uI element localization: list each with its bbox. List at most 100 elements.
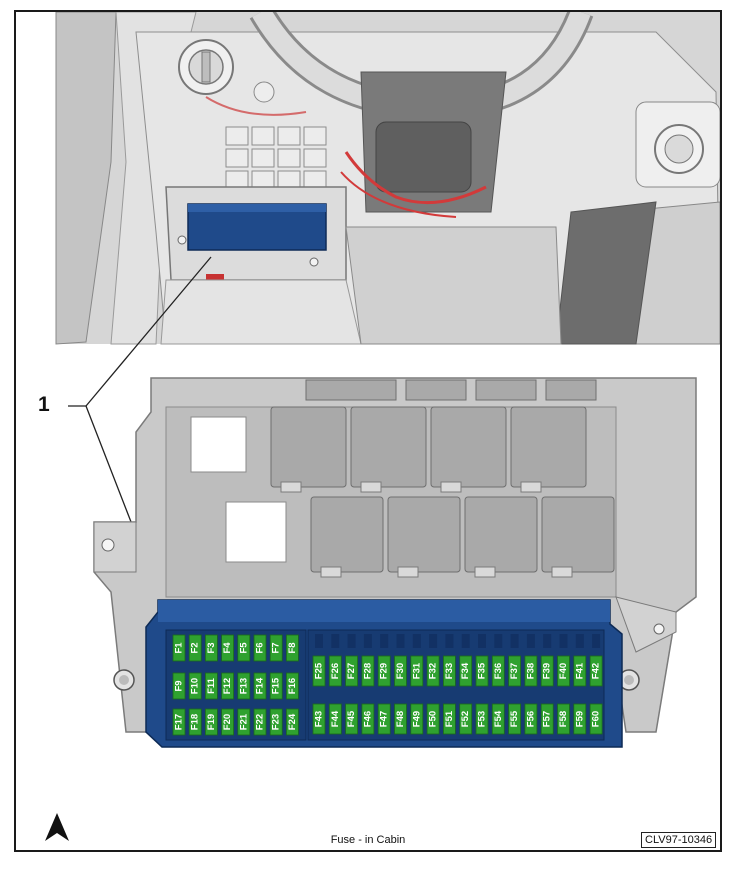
fuse-slot (543, 634, 552, 648)
fuse-f54: F54 (491, 703, 505, 735)
fuse-f39: F39 (540, 655, 554, 687)
fuse-f6: F6 (253, 634, 267, 662)
fuse-label: F24 (287, 713, 298, 730)
fuse-label: F29 (379, 663, 390, 679)
fuse-label: F43 (314, 711, 325, 727)
fuse-slot (331, 634, 340, 648)
fuse-label: F13 (238, 678, 249, 694)
fuse-label: F10 (190, 678, 201, 694)
fuse-slot (347, 634, 356, 648)
fuse-label: F35 (477, 662, 488, 679)
fuse-label: F53 (477, 711, 488, 727)
fuse-f19: F19 (204, 708, 218, 736)
fuse-f8: F8 (285, 634, 299, 662)
fuse-label: F57 (542, 711, 553, 727)
fuse-label: F7 (271, 642, 282, 653)
fuse-slot (315, 634, 323, 648)
fuse-label: F50 (428, 711, 439, 727)
fuse-slot (445, 634, 454, 648)
fuse-label: F16 (287, 678, 298, 694)
fuse-f30: F30 (394, 655, 407, 687)
fuse-f51: F51 (442, 703, 456, 735)
fuse-label: F46 (362, 711, 373, 727)
fuse-slot (592, 634, 601, 648)
fuse-f5: F5 (237, 634, 251, 662)
fuse-slot (380, 634, 389, 648)
fuse-f28: F28 (361, 655, 375, 687)
fuse-f12: F12 (221, 672, 235, 700)
fuse-f27: F27 (345, 655, 359, 687)
fuse-label: F22 (255, 714, 266, 730)
fuse-f1: F1 (172, 634, 186, 662)
fuse-f40: F40 (557, 655, 570, 687)
fuse-f34: F34 (459, 655, 473, 687)
fuse-label: F51 (444, 710, 455, 727)
fuse-label: F30 (395, 663, 406, 679)
figure-caption: Fuse - in Cabin (330, 834, 406, 846)
fuse-slot (429, 634, 438, 648)
fuse-f59: F59 (573, 703, 587, 735)
fuse-f48: F48 (394, 703, 407, 735)
fuse-label: F1 (174, 642, 185, 654)
fuse-f37: F37 (508, 655, 522, 687)
fuse-label: F52 (460, 711, 471, 727)
fuse-f25: F25 (312, 655, 326, 687)
fuse-f36: F36 (491, 655, 505, 687)
fuse-f38: F38 (524, 655, 538, 687)
fuse-slot (461, 634, 470, 648)
fuse-f46: F46 (361, 703, 375, 735)
dashboard-overview (55, 12, 720, 345)
fuse-label: F44 (330, 710, 341, 727)
fuse-slot (494, 634, 503, 648)
fuse-label: F4 (222, 642, 233, 654)
fuse-label: F25 (314, 662, 325, 679)
fuse-f26: F26 (328, 655, 342, 687)
fuse-f22: F22 (253, 708, 267, 736)
fuse-f29: F29 (377, 655, 391, 687)
fuse-f18: F18 (188, 708, 202, 736)
fuse-label: F38 (525, 663, 536, 679)
fuse-label: F3 (206, 642, 217, 653)
fuse-label: F54 (493, 710, 504, 727)
fuse-f17: F17 (172, 708, 186, 736)
fuse-f47: F47 (377, 703, 391, 735)
fuse-label: F33 (444, 663, 455, 679)
fuse-label: F56 (525, 711, 536, 727)
fuse-slot (396, 634, 405, 648)
fuse-f3: F3 (204, 634, 218, 662)
fuse-f42: F42 (589, 655, 603, 687)
fuse-label: F58 (558, 711, 569, 727)
fuse-label: F17 (174, 714, 185, 730)
fuse-f9: F9 (172, 672, 186, 700)
north-arrow-icon (45, 813, 69, 841)
fuse-f13: F13 (237, 672, 251, 700)
fuse-f49: F49 (410, 703, 424, 735)
fuse-label: F6 (255, 642, 266, 653)
fuse-label: F20 (222, 714, 233, 730)
fuse-f31: F31 (410, 655, 424, 687)
fuse-label: F23 (271, 714, 282, 730)
fuse-f20: F20 (221, 708, 235, 736)
fuse-f50: F50 (426, 703, 440, 735)
fuse-label: F59 (574, 711, 585, 727)
fuse-f14: F14 (253, 672, 267, 700)
fuse-f45: F45 (345, 703, 359, 735)
fuse-slot (559, 634, 568, 648)
fuse-label: F27 (346, 663, 357, 679)
fuse-label: F18 (190, 714, 201, 730)
fuse-label: F39 (542, 663, 553, 679)
fuse-f43: F43 (312, 703, 326, 735)
fuse-slot (575, 634, 584, 648)
fuse-label: F55 (509, 710, 520, 727)
fuse-label: F19 (206, 714, 217, 730)
fuse-label: F32 (428, 663, 439, 679)
fuse-label: F21 (238, 713, 249, 730)
fuse-f24: F24 (285, 708, 299, 736)
callout-label: 1 (38, 393, 50, 416)
fuse-label: F45 (346, 710, 357, 727)
fuse-label: F15 (271, 677, 282, 694)
fuse-label: F49 (411, 711, 422, 727)
